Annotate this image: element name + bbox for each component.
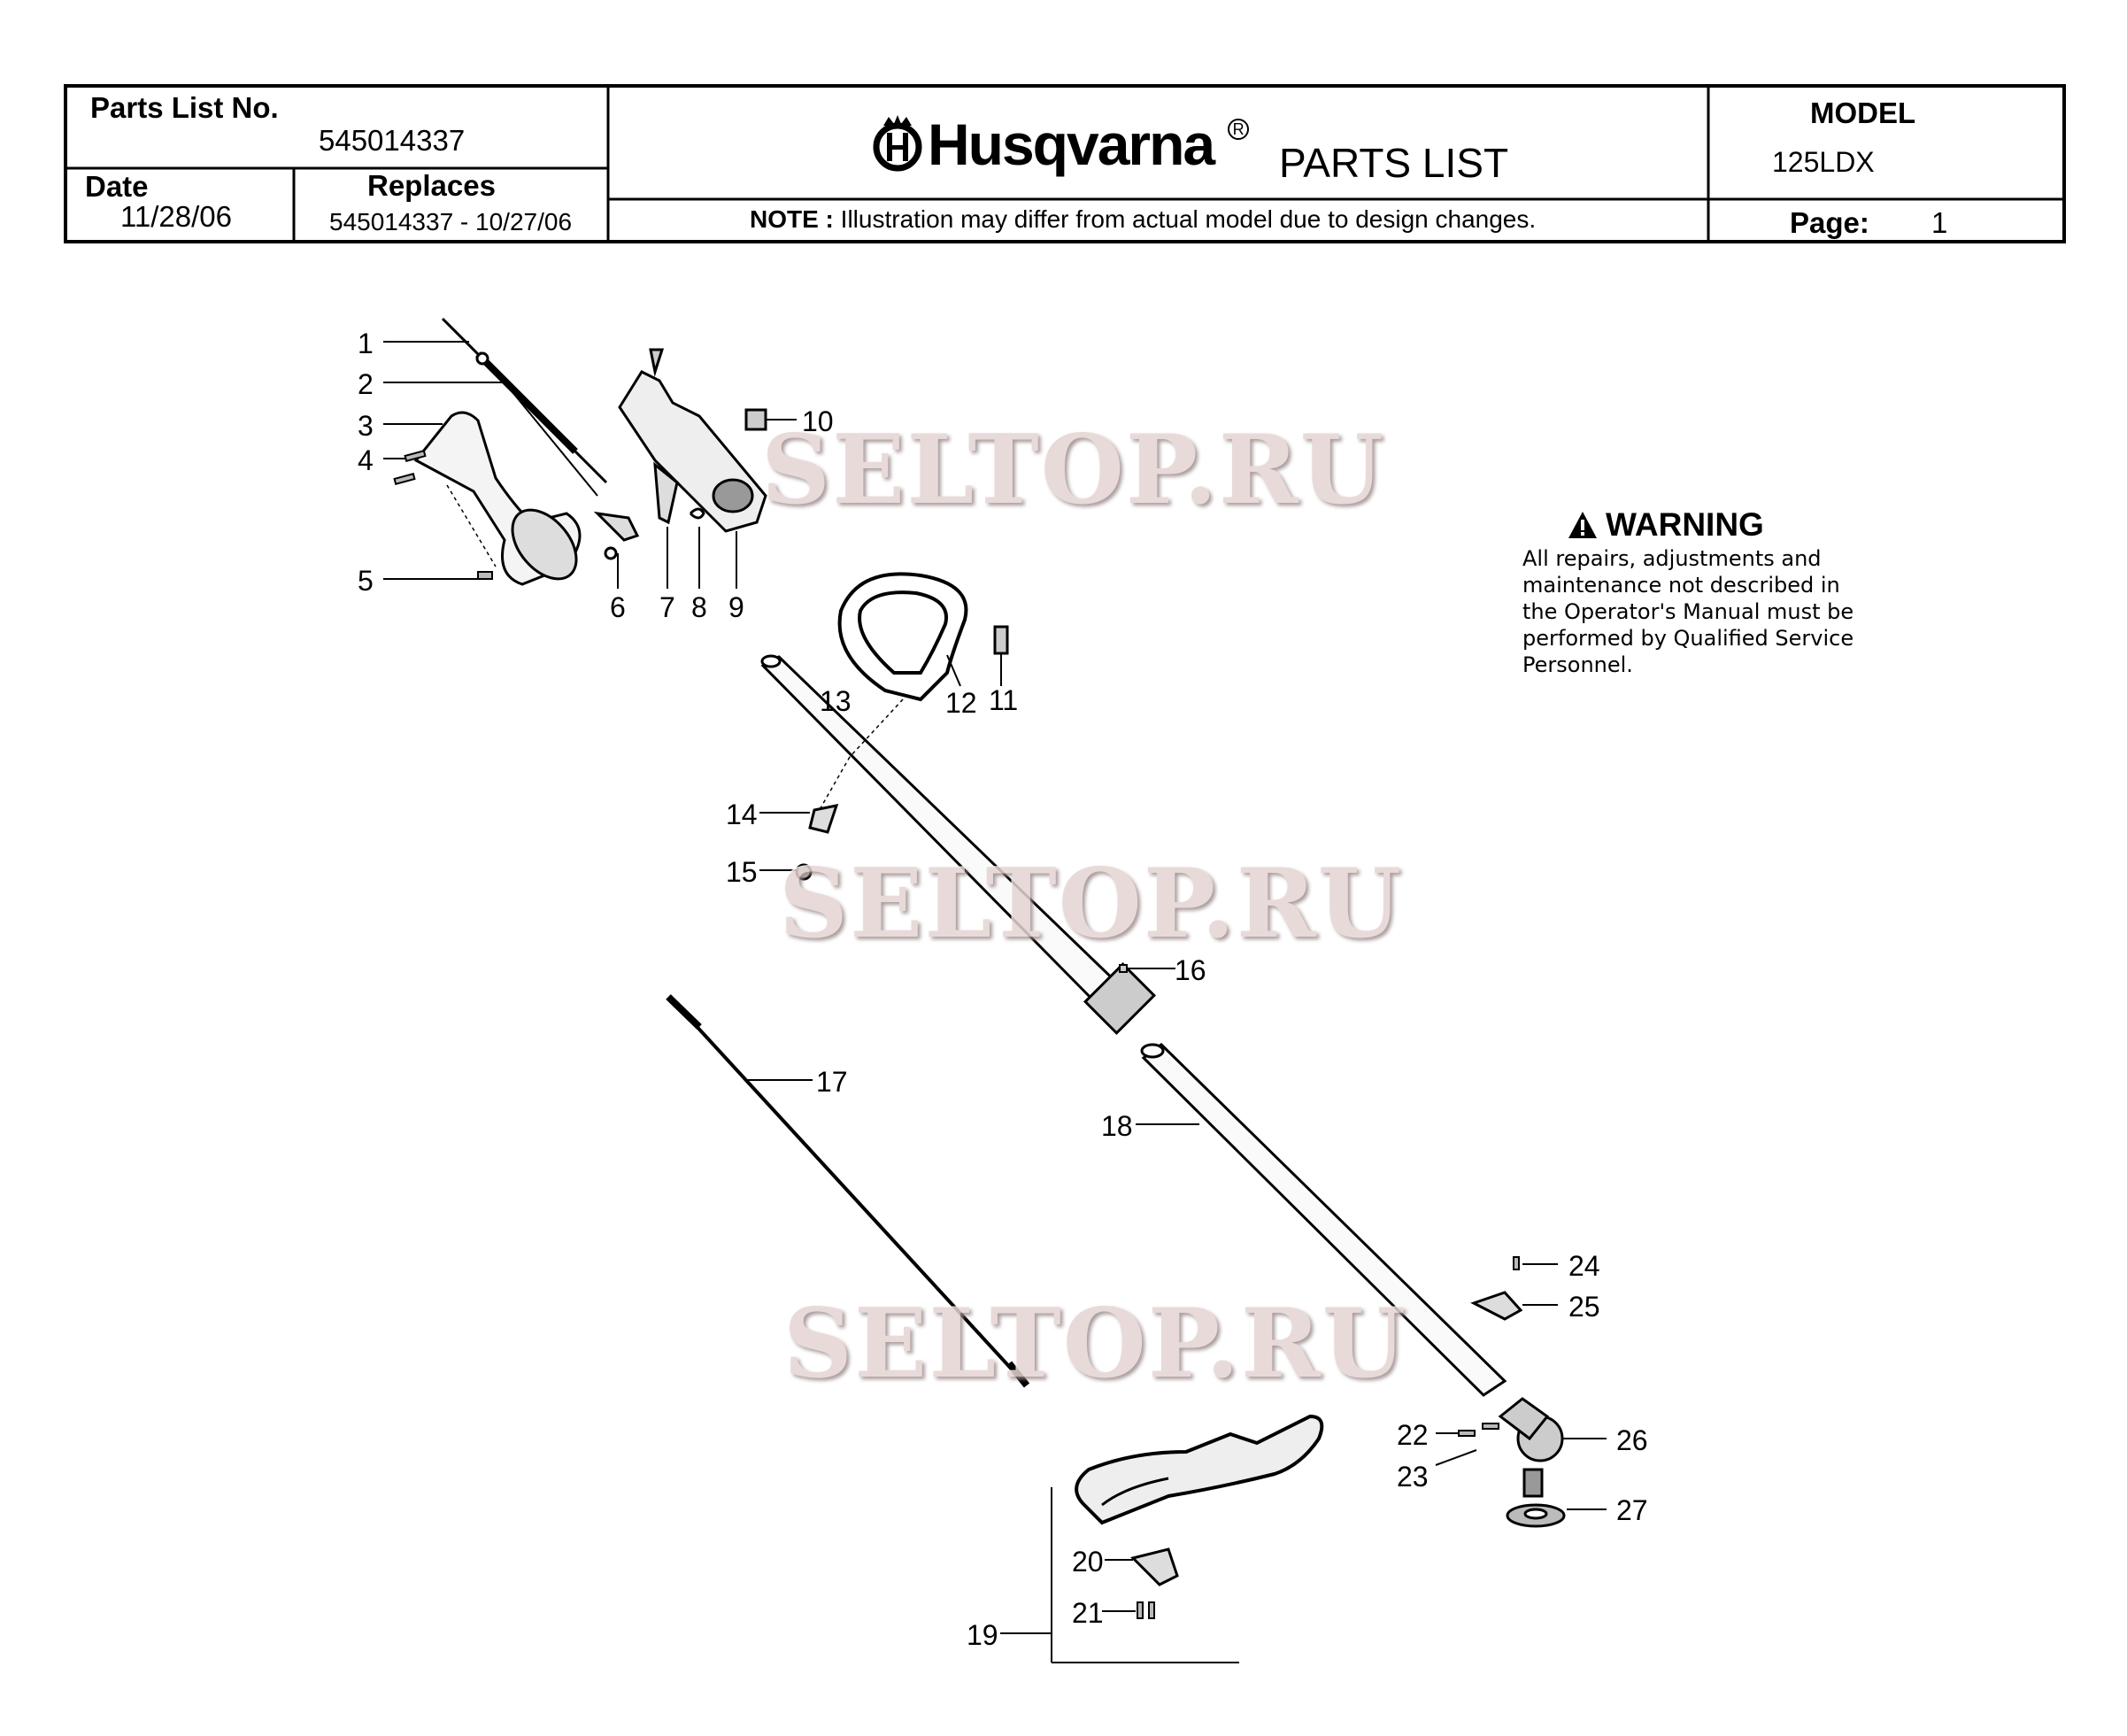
- warning-line: Personnel.: [1522, 652, 1633, 677]
- part-15-nut: [759, 863, 813, 881]
- note-text: Illustration may differ from actual mode…: [840, 205, 1537, 233]
- part-18-lower-shaft: [1136, 1043, 1507, 1397]
- callout-27: 27: [1616, 1494, 1648, 1526]
- watermark-3: SELTOP.RU: [783, 1288, 1407, 1400]
- date-label: Date: [85, 170, 149, 203]
- warning-heading: WARNING: [1567, 506, 1894, 544]
- callout-5: 5: [358, 565, 374, 597]
- callout-16: 16: [1175, 954, 1206, 986]
- note-line: NOTE : Illustration may differ from actu…: [750, 205, 1536, 234]
- callout-1: 1: [358, 328, 374, 359]
- part-23-screw: [1435, 1423, 1499, 1466]
- brand-name: Husqvarna: [928, 112, 1215, 177]
- part-8-spring: [689, 507, 705, 520]
- parts-list-title: PARTS LIST: [1279, 140, 1509, 186]
- callout-9: 9: [728, 591, 744, 623]
- callout-13: 13: [820, 685, 852, 717]
- part-10-nut: [744, 408, 797, 431]
- part-6-lockout: [593, 511, 640, 560]
- part-20-bracket: [1105, 1547, 1179, 1586]
- part-4-screws: [393, 450, 427, 485]
- date-value: 11/28/06: [120, 200, 233, 233]
- callout-15: 15: [726, 856, 758, 888]
- part-5-screw: [477, 571, 493, 580]
- callout-18: 18: [1101, 1110, 1133, 1142]
- callout-25: 25: [1568, 1291, 1600, 1323]
- leader-2b: [504, 382, 598, 497]
- callout-17: 17: [816, 1066, 848, 1098]
- page-label: Page:: [1790, 206, 1869, 239]
- part-17-drive-shaft: [666, 994, 1030, 1388]
- replaces-label: Replaces: [367, 169, 496, 202]
- warning-line: the Operator's Manual must be: [1522, 599, 1854, 624]
- callout-21: 21: [1072, 1597, 1104, 1629]
- part-26-gear-head: [1498, 1397, 1607, 1498]
- callout-4: 4: [358, 444, 374, 476]
- callout-19: 19: [967, 1619, 998, 1651]
- watermark-2: SELTOP.RU: [779, 848, 1403, 960]
- callout-3: 3: [358, 410, 374, 442]
- part-22-screw: [1436, 1430, 1476, 1437]
- part-14-clamp: [759, 804, 839, 834]
- callout-11: 11: [989, 684, 1019, 716]
- part-3-rear-handle: [413, 411, 582, 586]
- model-value: 125LDX: [1772, 146, 1875, 178]
- part-7-trigger: [653, 461, 679, 525]
- husqvarna-logo: Husqvarna R: [871, 111, 1250, 178]
- registered-mark: R: [1228, 119, 1250, 140]
- part-27-washer: [1506, 1503, 1607, 1528]
- watermark-1: SELTOP.RU: [761, 414, 1385, 526]
- part-1-throttle-cable: [441, 317, 608, 484]
- callout-24: 24: [1568, 1250, 1600, 1282]
- callout-22: 22: [1397, 1419, 1429, 1451]
- leader-19-bracket: [1000, 1487, 1239, 1663]
- part-13-upper-shaft: [760, 654, 1157, 1036]
- leaders-6-9: [617, 527, 737, 589]
- part-9-throttle-housing: [618, 348, 767, 533]
- callout-8: 8: [691, 591, 707, 623]
- warning-line: All repairs, adjustments and: [1522, 546, 1822, 571]
- part-21-screws: [1102, 1601, 1155, 1619]
- husqvarna-crown-icon: [873, 115, 922, 172]
- warning-title: WARNING: [1606, 506, 1764, 543]
- part-19-guard: [1075, 1414, 1324, 1525]
- parts-list-no-label: Parts List No.: [90, 91, 279, 124]
- replaces-value: 545014337 - 10/27/06: [329, 208, 573, 235]
- note-label: NOTE :: [750, 205, 834, 233]
- part-12-loop-handle: [837, 572, 968, 702]
- warning-triangle-icon: [1568, 512, 1597, 538]
- callout-12: 12: [945, 687, 977, 719]
- warning-line: maintenance not described in: [1522, 573, 1840, 598]
- callout-14: 14: [726, 799, 758, 830]
- part-24-screw: [1513, 1256, 1558, 1270]
- callout-20: 20: [1072, 1546, 1104, 1578]
- callout-2: 2: [358, 368, 374, 400]
- warning-body: All repairs, adjustments and maintenance…: [1522, 545, 1894, 678]
- callout-10: 10: [802, 405, 834, 437]
- header-grid: [64, 84, 2066, 243]
- part-25-clamp: [1470, 1291, 1558, 1321]
- part-11-screw: [993, 625, 1009, 686]
- parts-list-header: Parts List No. 545014337 Date 11/28/06 R…: [64, 84, 2066, 243]
- callout-6: 6: [610, 591, 626, 623]
- callout-7: 7: [659, 591, 675, 623]
- callout-26: 26: [1616, 1424, 1648, 1456]
- parts-list-no: 545014337: [319, 124, 466, 157]
- model-label: MODEL: [1810, 96, 1916, 129]
- warning-notice: WARNING All repairs, adjustments and mai…: [1522, 506, 1894, 678]
- callout-23: 23: [1397, 1461, 1429, 1493]
- warning-line: performed by Qualified Service: [1522, 626, 1854, 651]
- part-16-pin: [1119, 964, 1175, 973]
- page-number: 1: [1931, 206, 1948, 239]
